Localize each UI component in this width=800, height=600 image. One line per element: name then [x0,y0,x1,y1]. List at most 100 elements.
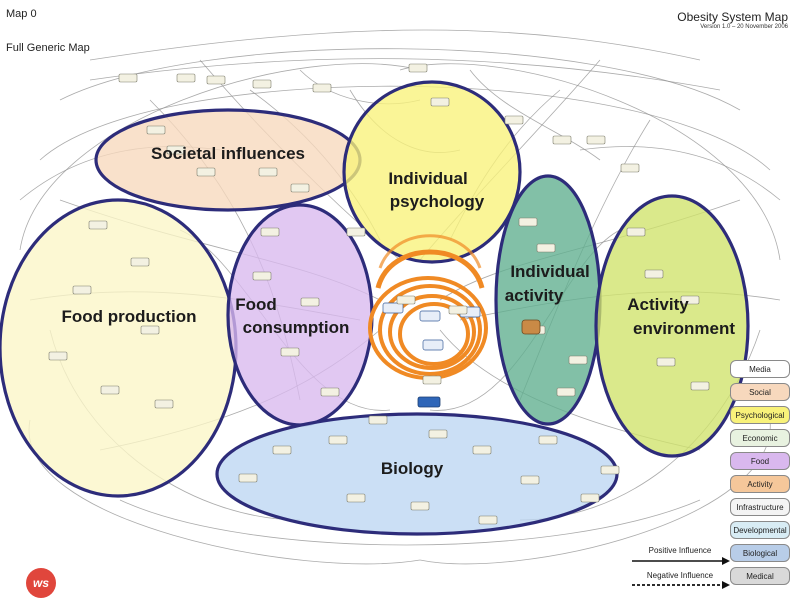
factor-node [252,79,272,89]
factor-nodes [48,63,710,525]
legend-item-developmental: Developmental [730,521,790,539]
legend-item-medical: Medical [730,567,790,585]
core-node [419,310,441,322]
region-label: Individual [388,169,467,188]
factor-node [538,435,558,445]
factor-node [520,475,540,485]
positive-arrow-icon [722,557,730,565]
negative-arrow-icon [722,581,730,589]
biology-hub-node [417,396,441,408]
factor-node [146,125,166,135]
feedback-arc [375,249,485,289]
factor-node [478,515,498,525]
factor-node [346,227,366,237]
region-label: psychology [390,192,485,211]
influence-key-lines [632,557,730,589]
factor-node [552,135,572,145]
factor-node [154,399,174,409]
region-ellipses [0,80,750,536]
region-label: activity [505,286,564,305]
region-label: Societal influences [151,144,305,163]
region-label: Biology [381,459,444,478]
legend-item-psychological: Psychological [730,406,790,424]
legend-item-food: Food [730,452,790,470]
factor-node [690,381,710,391]
factor-node [518,217,538,227]
factor-node [130,257,150,267]
feedback-loop [388,294,476,370]
feedback-arc [378,234,482,269]
factor-node [410,501,430,511]
factor-node [680,295,700,305]
factor-node [312,83,332,93]
factor-node [580,493,600,503]
factor-node [396,295,416,305]
region-ellipse [0,198,238,498]
factor-node [556,387,576,397]
factor-node [586,135,606,145]
activity-hub-node [521,319,541,335]
factor-node [430,97,450,107]
factor-node [428,429,448,439]
legend-item-media: Media [730,360,790,378]
factor-node [272,445,292,455]
factor-node [260,227,280,237]
region-label: environment [633,319,735,338]
factor-node [196,167,216,177]
legend-item-activity: Activity [730,475,790,493]
factor-node [206,75,226,85]
factor-node [258,167,278,177]
factor-node [568,355,588,365]
map-subtitle: Full Generic Map [6,42,90,54]
factor-node [504,115,524,125]
feedback-loop [398,302,470,366]
map-title: Map 0 [6,8,37,20]
factor-node [290,183,310,193]
factor-node [600,465,620,475]
factor-node [100,385,120,395]
factor-node [422,375,442,385]
factor-node [238,473,258,483]
factor-node [176,73,196,83]
factor-node [88,220,108,230]
feedback-loop [378,284,482,376]
core-node [422,339,444,351]
factor-node [656,357,676,367]
region-label: Individual [510,262,589,281]
version-text: Version 1.0 – 20 November 2006 [700,24,788,30]
factor-node [644,269,664,279]
factor-node [140,325,160,335]
factor-node [300,297,320,307]
core-node [382,302,404,314]
factor-node [368,415,388,425]
factor-node [620,163,640,173]
factor-node [48,351,68,361]
ws-logo: ws [26,568,56,598]
region-label: Food production [61,307,196,326]
region-ellipse [226,203,374,427]
factor-node [166,145,186,155]
factor-node [328,435,348,445]
region-label: Food [235,295,277,314]
factor-node [118,73,138,83]
factor-node [320,387,340,397]
region-ellipse [342,80,522,264]
factor-node [252,271,272,281]
legend-item-social: Social [730,383,790,401]
legend-item-economic: Economic [730,429,790,447]
factor-node [472,445,492,455]
legend-item-infrastructure: Infrastructure [730,498,790,516]
negative-influence-label: Negative Influence [646,571,714,580]
factor-node [536,243,556,253]
factor-node [408,63,428,73]
factor-node [626,227,646,237]
positive-influence-label: Positive Influence [648,546,712,555]
factor-node [280,347,300,357]
region-label: consumption [243,318,350,337]
factor-node [72,285,92,295]
system-map-title: Obesity System Map [677,10,788,24]
region-label: Activity [627,295,689,314]
region-ellipse [594,194,750,458]
